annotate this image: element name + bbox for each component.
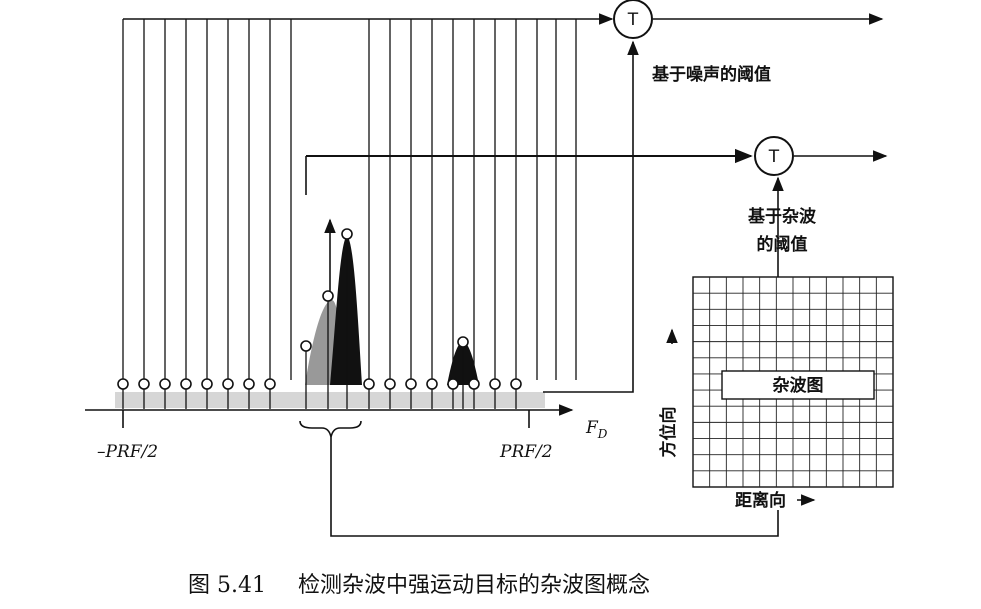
clutter-threshold-label-line1: 基于杂波 (747, 206, 817, 227)
azimuth-label: 方位向 (658, 407, 679, 458)
noise-threshold-label: 基于噪声的阈值 (651, 64, 771, 85)
clutter-baseline-band (115, 392, 545, 408)
clutter-threshold-symbol: T (768, 147, 780, 167)
sample-marker (510, 378, 522, 390)
sample-marker (426, 378, 438, 390)
filter-lines (122, 19, 577, 380)
sample-marker (405, 378, 417, 390)
sample-marker (468, 378, 480, 390)
sample-marker (264, 378, 276, 390)
noise-threshold-circle (613, 0, 653, 39)
sample-marker (159, 378, 171, 390)
figure-caption: 检测杂波中强运动目标的杂波图概念 (298, 573, 650, 598)
sample-marker (222, 378, 234, 390)
sample-marker (322, 290, 334, 302)
figure-number: 图 5.41 (188, 573, 266, 598)
sample-marker (300, 340, 312, 352)
noise-threshold-symbol: T (627, 10, 639, 30)
range-label: 距离向 (735, 490, 786, 511)
sample-marker (201, 378, 213, 390)
sample-marker (138, 378, 150, 390)
sample-marker (341, 228, 353, 240)
sample-marker (489, 378, 501, 390)
clutter-map-update-line (330, 437, 779, 537)
sample-marker (457, 336, 469, 348)
sample-marker (180, 378, 192, 390)
filter-output-samples (117, 228, 522, 409)
clutter-brace (299, 420, 362, 438)
noise-threshold-feed (543, 40, 639, 393)
sample-marker (243, 378, 255, 390)
fd-label: FD (585, 418, 608, 441)
sample-marker (117, 378, 129, 390)
clutter-map-label: 杂波图 (773, 375, 824, 396)
sample-marker (447, 378, 459, 390)
neg-prf-label: –PRF/2 (97, 442, 158, 462)
sample-marker (363, 378, 375, 390)
clutter-map-label-box (721, 370, 875, 400)
clutter-spectrum-black (330, 236, 362, 385)
clutter-threshold-circle (754, 136, 794, 176)
sample-marker (384, 378, 396, 390)
clutter-threshold-label-line2: 的阈值 (757, 234, 808, 255)
pos-prf-label: PRF/2 (499, 442, 553, 462)
